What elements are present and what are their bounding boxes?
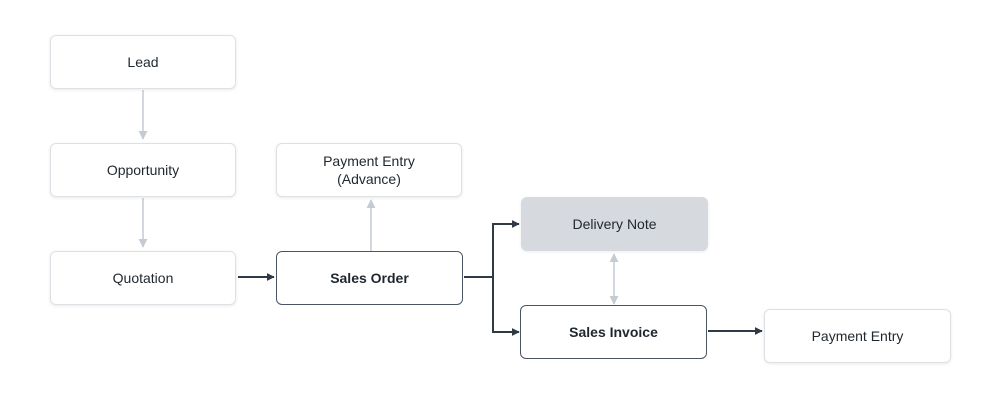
node-delivery-note[interactable]: Delivery Note: [521, 197, 708, 251]
node-payment-entry-advance[interactable]: Payment Entry (Advance): [276, 143, 462, 197]
node-quotation[interactable]: Quotation: [50, 251, 236, 305]
node-sales-invoice[interactable]: Sales Invoice: [520, 305, 707, 359]
node-opportunity[interactable]: Opportunity: [50, 143, 236, 197]
connector-sales-order-sales-invoice: [492, 277, 520, 336]
node-lead[interactable]: Lead: [50, 35, 236, 89]
node-sales-order[interactable]: Sales Order: [276, 251, 463, 305]
node-payment-entry[interactable]: Payment Entry: [764, 309, 951, 363]
connector-sales-order-delivery-note: [464, 220, 520, 278]
